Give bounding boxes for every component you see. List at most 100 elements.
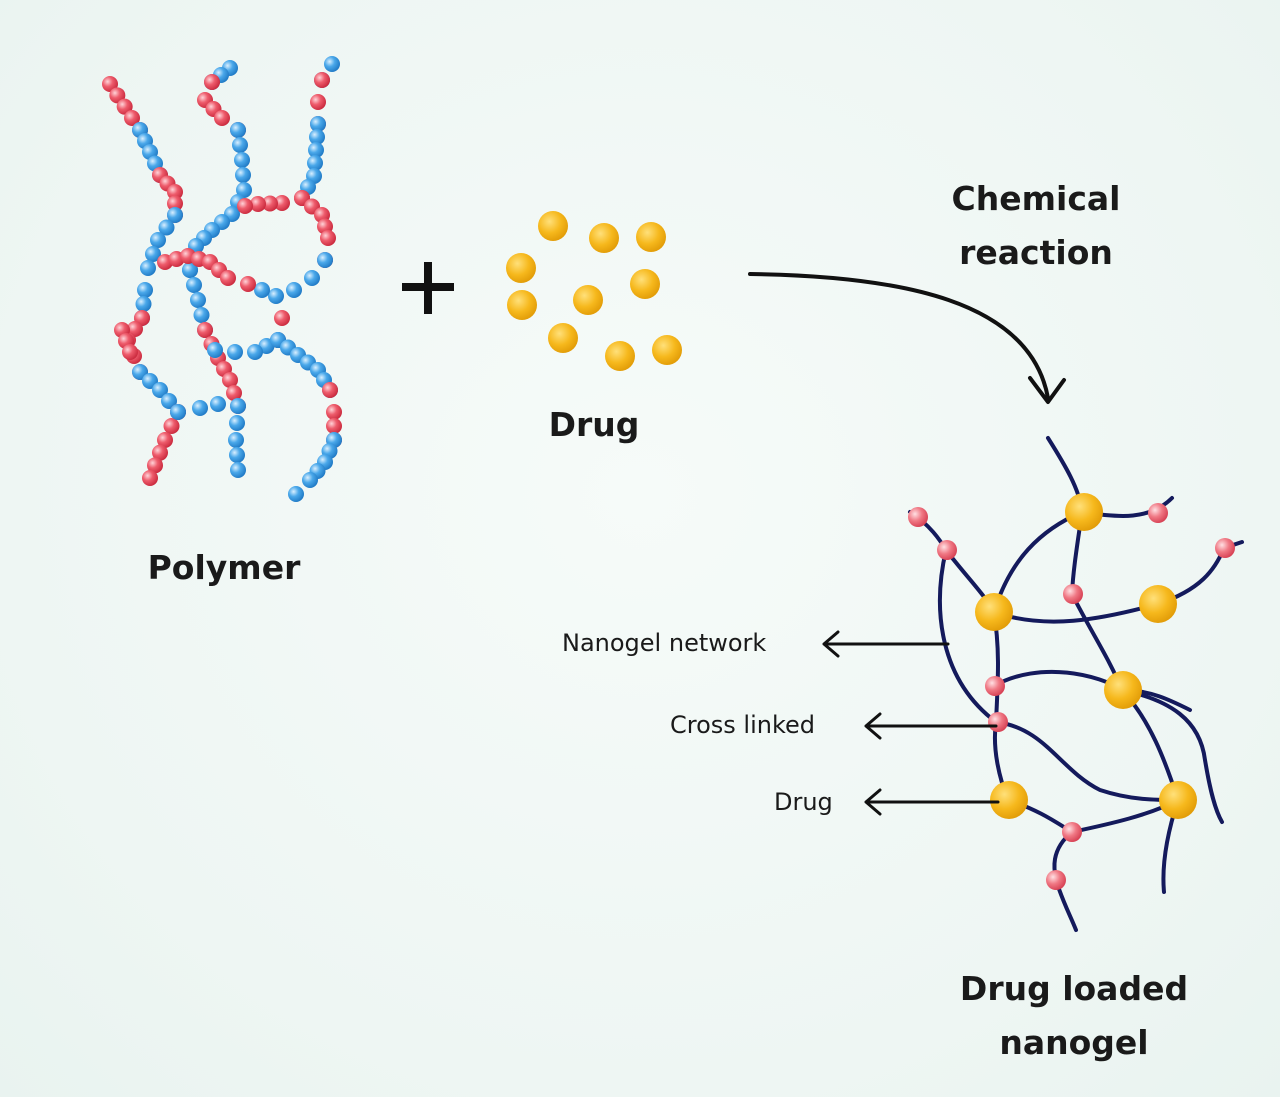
drug-particle [548,323,578,353]
polymer-red-bead [262,195,278,212]
polymer-red-bead [124,110,140,126]
polymer-red-bead [204,74,220,90]
drug-particle [636,222,666,252]
polymer-red-bead [237,198,253,214]
polymer-blue-bead [190,292,206,308]
polymer-blue-bead [235,167,251,183]
polymer-blue-bead [170,404,186,420]
polymer-red-bead [102,76,118,92]
drug-particles [506,211,682,371]
polymer-red-bead [167,195,183,212]
reaction-arrow [748,272,1066,404]
plus-sign [402,262,454,314]
polymer-blue-bead [227,344,243,360]
polymer-blue-bead [232,137,248,153]
polymer-blue-bead [207,342,223,358]
polymer-red-bead [274,195,290,211]
polymer-red-bead [226,385,242,401]
polymer-blue-bead [236,182,252,198]
polymer-red-bead [250,196,266,212]
polymer-red-bead [220,270,236,286]
polymer-blue-bead [308,142,324,158]
crosslink-nodes [908,503,1235,890]
product-label-line2: nanogel [999,1023,1149,1062]
polymer-blue-bead [247,344,263,360]
loaded-drug-particle [1159,781,1197,819]
crosslink-node [985,676,1005,696]
polymer-blue-bead [161,393,177,409]
annotation-arrows [822,630,1000,816]
polymer-blue-bead [304,270,320,286]
polymer-blue-bead [229,415,245,431]
polymer-blue-bead [310,116,326,132]
polymer-blue-bead [135,296,152,312]
crosslink-node [988,712,1008,732]
polymer-red-bead [326,418,342,434]
polymer-blue-bead [317,252,333,268]
nanogel-network-annotation: Nanogel network [562,629,767,657]
polymer-red-bead [167,184,183,200]
polymer-blue-bead [288,486,304,502]
polymer-red-bead [314,72,330,88]
polymer-blue-bead [309,129,325,145]
polymer-chains [102,56,342,502]
reaction-label-line1: Chemical [951,179,1121,218]
drug-particle [506,253,536,283]
polymer-red-bead [322,382,338,398]
crosslink-node [1046,870,1066,890]
drug-particle [652,335,682,365]
polymer-red-bead [163,418,180,434]
polymer-blue-bead [182,262,198,278]
polymer-red-bead [152,444,168,461]
product-label-line1: Drug loaded [959,969,1189,1008]
polymer-red-bead [222,372,238,388]
loaded-drug-particles [975,493,1197,819]
polymer-blue-bead [230,122,246,138]
polymer-label: Polymer [147,548,301,587]
polymer-blue-bead [230,462,246,478]
polymer-blue-bead [254,282,270,298]
polymer-red-bead [214,110,230,126]
polymer-red-bead [326,404,342,420]
drug-particle [605,341,635,371]
polymer-red-bead [320,230,336,246]
crosslink-pointer-arrow [864,712,998,740]
loaded-drug-particle [1104,671,1142,709]
crosslink-node [1148,503,1168,523]
drug-particle [573,285,603,315]
cross-linked-annotation: Cross linked [670,711,816,739]
polymer-blue-bead [286,282,302,298]
loaded-drug-particle [990,781,1028,819]
polymer-blue-bead [324,56,340,72]
polymer-red-bead [197,322,213,338]
drug-particle [538,211,568,241]
polymer-blue-bead [307,155,323,171]
polymer-red-bead [142,470,158,486]
polymer-red-bead [116,98,133,115]
polymer-blue-bead [137,282,153,298]
crosslink-node [908,507,928,527]
polymer-blue-bead [152,382,168,398]
polymer-blue-bead [268,288,284,304]
crosslink-node [1063,584,1083,604]
polymer-blue-bead [229,447,245,463]
polymer-red-bead [274,310,290,326]
polymer-red-bead [310,94,326,110]
polymer-blue-bead [140,260,156,276]
polymer-red-bead [122,344,138,360]
reaction-label: Chemical reaction [906,172,1166,280]
loaded-drug-particle [1139,585,1177,623]
polymer-blue-bead [167,207,183,223]
drug-annotation: Drug [774,788,833,816]
crosslink-node [1215,538,1235,558]
loaded-drug-particle [1065,493,1103,531]
polymer-blue-bead [210,396,226,412]
polymer-blue-bead [228,432,244,448]
crosslink-node [937,540,957,560]
crosslink-node [1062,822,1082,842]
polymer-red-bead [109,87,126,104]
reaction-label-line2: reaction [959,233,1113,272]
drug-pointer-arrow [864,788,1000,816]
polymer-blue-bead [193,307,210,323]
polymer-blue-bead [192,400,208,416]
